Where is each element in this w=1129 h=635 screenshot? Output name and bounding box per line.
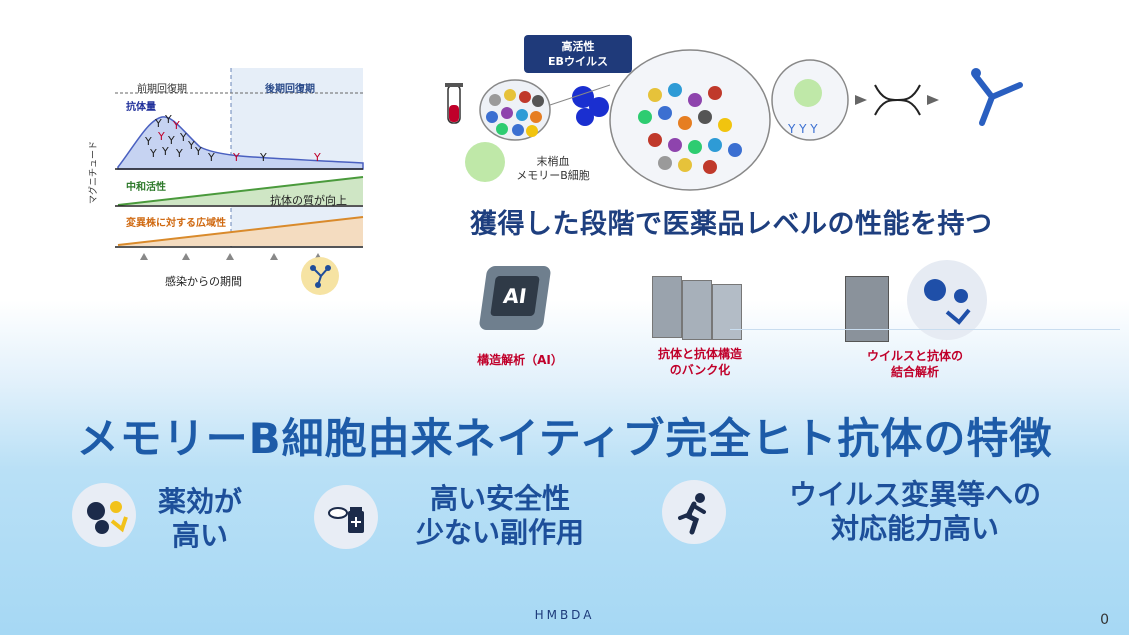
- server-unit: [652, 276, 682, 338]
- feature-safety-line1: 高い安全性: [429, 482, 570, 515]
- divider-line: [730, 329, 1120, 330]
- y-axis-title-wrap: マグニチュード: [82, 120, 112, 210]
- svg-text:Y: Y: [194, 145, 202, 158]
- x-axis-title: 感染からの期間: [165, 275, 242, 288]
- bank-caption-line2: のバンク化: [669, 363, 731, 377]
- arrow-icon: [927, 95, 939, 105]
- headline: 獲得した段階で医薬品レベルの性能を持つ: [470, 209, 993, 240]
- virus-antibody-binding-icon: [907, 260, 987, 340]
- neutralizing-label: 中和活性: [126, 182, 166, 193]
- badge-line2: EBウイルス: [548, 55, 608, 68]
- antibody-amount-label: 抗体量: [126, 102, 156, 113]
- molecule-icon: [310, 265, 331, 288]
- svg-text:Y: Y: [207, 151, 215, 164]
- badge-line1: 高活性: [561, 40, 595, 53]
- feature-safety-line2: 少ない副作用: [415, 516, 584, 549]
- binding-caption: ウイルスと抗体の 結合解析: [840, 348, 990, 380]
- svg-text:Y: Y: [149, 147, 157, 160]
- runner-icon: [662, 480, 726, 544]
- y-axis-title: マグニチュード: [89, 140, 99, 204]
- server-unit: [682, 280, 712, 340]
- ebv-virus-icon: [572, 86, 609, 126]
- feature-efficacy-line1: 薬効が: [157, 485, 242, 518]
- antibody-colony-icon: [609, 49, 771, 191]
- feature-variant-response: ウイルス変異等への 対応能力高い: [745, 478, 1085, 546]
- binding-caption-line2: 結合解析: [890, 365, 939, 379]
- arrow-icon: [855, 95, 867, 105]
- binding-caption-line1: ウイルスと抗体の: [866, 349, 963, 363]
- antibody-icon: [301, 257, 339, 295]
- svg-text:Y Y Y: Y Y Y: [787, 122, 818, 136]
- svg-text:Y: Y: [161, 145, 169, 158]
- server-tower-icon: [845, 276, 889, 342]
- binding-graphic: [924, 279, 971, 325]
- neutralizing-line: [117, 176, 364, 206]
- virus-icon: [72, 483, 136, 547]
- selected-cell-icon: Y Y Y: [771, 59, 849, 141]
- virus-graphic: [87, 501, 128, 534]
- svg-text:Y: Y: [154, 117, 162, 130]
- feature-efficacy: 薬効が 高い: [145, 485, 255, 553]
- early-phase-label: 前期回復期: [137, 84, 187, 95]
- server-unit: [712, 284, 742, 340]
- test-tube-icon: [445, 83, 463, 124]
- page-number: 0: [1100, 612, 1109, 628]
- breadth-label: 変異株に対する広域性: [126, 218, 226, 229]
- cell-caption-line1: 末梢血: [536, 155, 570, 168]
- pipeline-tail: Y Y Y: [771, 59, 1023, 141]
- footer-brand: HMBDA: [534, 608, 595, 622]
- cell-cluster-icon: [479, 79, 551, 141]
- server-bank-icon: [652, 276, 747, 340]
- breadth-line: [117, 216, 364, 246]
- memory-b-cell-caption: 末梢血 メモリーB細胞: [498, 155, 608, 183]
- feature-safety: 高い安全性 少ない副作用: [385, 482, 615, 550]
- dna-icon: [874, 84, 921, 116]
- svg-text:Y: Y: [313, 151, 321, 164]
- pipeline-graphic: [445, 49, 771, 191]
- svg-text:Y: Y: [144, 135, 152, 148]
- medicine-icon: [314, 485, 378, 549]
- feature-variant-line1: ウイルス変異等への: [788, 478, 1041, 511]
- cell-caption-line2: メモリーB細胞: [516, 169, 590, 182]
- medicine-graphic: [328, 507, 364, 533]
- svg-text:Y: Y: [175, 147, 183, 160]
- chip-label: AI: [490, 276, 540, 316]
- svg-text:Y: Y: [179, 131, 187, 144]
- bank-caption: 抗体と抗体構造 のバンク化: [630, 346, 770, 378]
- runner-graphic: [678, 493, 706, 535]
- main-title: メモリーB細胞由来ネイティブ完全ヒト抗体の特徴: [76, 414, 1053, 463]
- bank-caption-line1: 抗体と抗体構造: [657, 347, 742, 361]
- antibody-curve: [117, 116, 364, 170]
- company-logo-icon: [972, 72, 1023, 126]
- svg-text:Y: Y: [164, 113, 172, 126]
- feature-variant-line2: 対応能力高い: [830, 512, 999, 545]
- ebv-badge: 高活性 EBウイルス: [524, 35, 632, 73]
- late-phase-label: 後期回復期: [265, 84, 315, 95]
- ai-chip-icon: AI: [475, 258, 555, 338]
- feature-efficacy-line2: 高い: [171, 519, 228, 552]
- svg-text:Y: Y: [259, 151, 267, 164]
- ai-caption: 構造解析（AI）: [477, 353, 563, 367]
- memory-b-cell-icon: [465, 142, 505, 182]
- svg-text:Y: Y: [232, 151, 240, 164]
- svg-text:Y: Y: [187, 139, 195, 152]
- logo-dot: [971, 68, 981, 78]
- svg-text:Y: Y: [167, 134, 175, 147]
- quality-up-label: 抗体の質が向上: [270, 194, 347, 207]
- svg-text:Y: Y: [157, 130, 165, 143]
- svg-text:Y: Y: [172, 119, 180, 132]
